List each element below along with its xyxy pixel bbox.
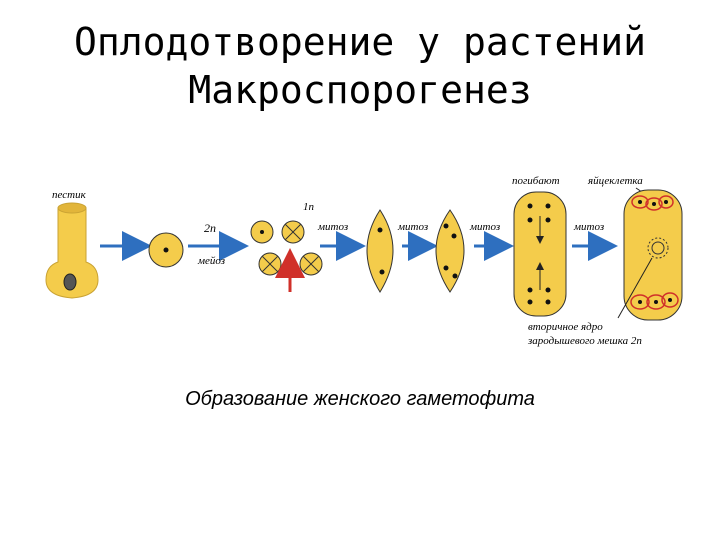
embryo-sac-eight-nuclei <box>513 191 567 317</box>
egg-cell-label: яйцеклетка <box>587 175 643 187</box>
secondary-nucleus-label-line-2: зародышевого мешка 2n <box>527 335 642 347</box>
ploidy-1n-label: 1n <box>303 201 315 213</box>
pistil <box>45 202 99 299</box>
mitosis-label-2: митоз <box>397 221 428 233</box>
secondary-nucleus-pointer <box>617 257 653 319</box>
mitosis-label-3: митоз <box>469 221 500 233</box>
title-line-1: Оплодотворение у растений <box>74 20 646 64</box>
megaspore-tetrad <box>250 220 323 276</box>
secondary-nucleus <box>647 237 669 259</box>
megaspore-top-right-degenerating <box>281 220 305 244</box>
diploid-megaspore-mother-cell <box>148 232 184 268</box>
meiosis-label: мейоз <box>197 255 225 267</box>
pistil-label: пестик <box>52 189 87 201</box>
mitosis-label-1: митоз <box>317 221 348 233</box>
title-line-2: Макроспорогенез <box>188 68 532 112</box>
embryo-sac-four-nuclei <box>435 209 465 293</box>
mature-embryo-sac <box>623 189 683 321</box>
megaspore-bottom-left-degenerating <box>258 252 282 276</box>
ploidy-2n-label: 2n <box>204 221 216 235</box>
slide-title: Оплодотворение у растений Макроспорогене… <box>0 18 720 114</box>
mitosis-label-4: митоз <box>573 221 604 233</box>
megaspore-bottom-right-degenerating <box>299 252 323 276</box>
figure-caption: Образование женского гаметофита <box>185 388 535 410</box>
megaspore-top-left <box>250 220 274 244</box>
degenerate-label: погибают <box>512 175 560 187</box>
embryo-sac-two-nuclei <box>366 209 394 293</box>
ovule <box>63 273 77 291</box>
secondary-nucleus-label-line-1: вторичное ядро <box>528 321 603 333</box>
